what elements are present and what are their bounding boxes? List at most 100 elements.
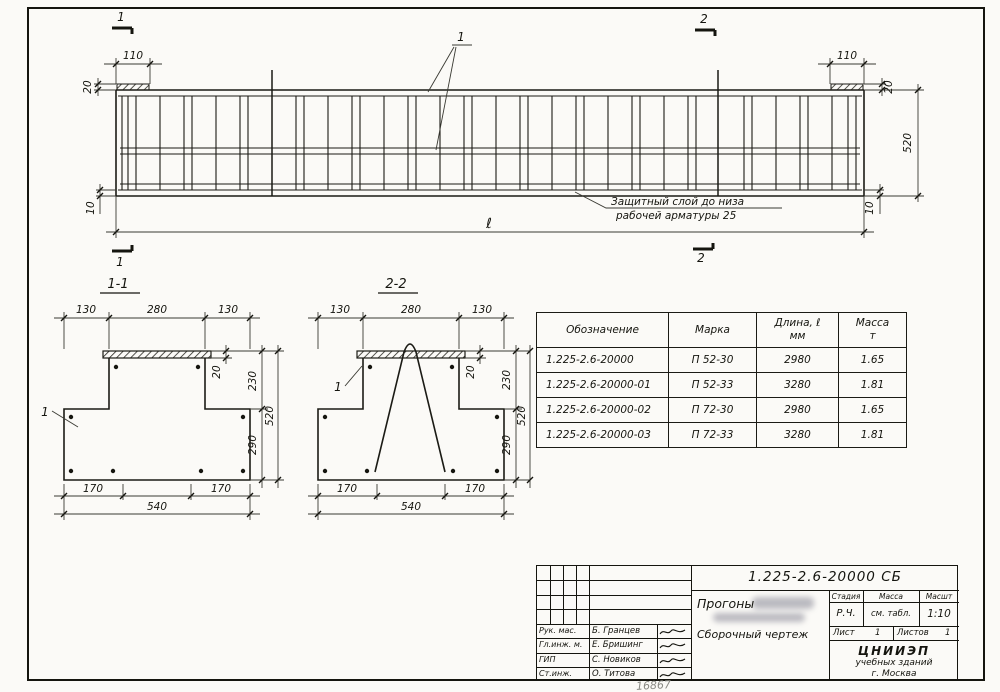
rebar-dot [195,364,201,370]
ink-smudge [713,613,805,622]
dim-540: 540 [147,501,167,513]
signature-scribble [659,643,686,649]
doc-number: 1.225-2.6-20000 СБ [748,569,902,585]
section-1-flange [102,350,212,359]
rebar-dot [68,468,74,474]
mass-value: см. табл. [870,609,912,619]
cell-mark: П 52-30 [668,347,757,373]
cell-mass: 1.65 [838,397,907,423]
note-line1: Защитный слой до низа [611,196,744,208]
lifting-loop-bars [271,70,719,196]
rebar-dot [110,468,116,474]
stamp-line [537,580,691,582]
dim-20: 20 [465,365,477,379]
section-2-lifting-loop [374,343,446,473]
rebar-dot [322,414,328,420]
bearing-pad-left [116,83,150,91]
dim-length-l: ℓ [485,216,492,232]
dim-130: 130 [76,304,96,316]
mass-label: Масса [879,592,903,601]
dim-170: 170 [83,483,103,495]
table-row: 1.225-2.6-20000-03 П 72-33 3280 1.81 [536,422,907,448]
stamp-line [919,590,921,626]
col-header-length-line2: мм [789,330,806,342]
cell-designation: 1.225-2.6-20000-03 [536,422,669,448]
dim-540: 540 [401,501,421,513]
cut-mark-2-bottom: 2 [697,251,705,265]
section-1-rebar [68,364,246,474]
cut-mark-1-top: 1 [117,10,125,24]
section-2-2: 2-2 1 [317,277,505,481]
col-header-length-line1: Длина, ℓ [774,316,821,329]
beam-rebar-lines [118,95,862,191]
dim-10-right: 10 [864,201,876,215]
parts-table: Обозначение Марка Длина, ℓ мм Масса т 1.… [536,312,907,448]
cell-mark: П 52-33 [668,372,757,398]
doc-type: Сборочный чертеж [697,628,809,641]
bearing-pad-right [830,83,864,91]
stamp-line [537,609,691,611]
stamp-line [691,590,959,592]
sig-role: Ст.инж. [539,669,572,678]
title-block: 1.225-2.6-20000 СБ Прогоны Сборочный чер… [536,565,959,681]
stamp-line [537,638,691,640]
dim-170: 170 [337,483,357,495]
rebar-dot [367,364,373,370]
cell-designation: 1.225-2.6-20000-01 [536,372,669,398]
signature-scribble [659,672,686,678]
sig-name: Е. Бришинг [592,640,643,650]
dim-20: 20 [211,365,223,379]
section-2-title: 2-2 [385,277,406,292]
stamp-line [863,590,865,626]
dim-280: 280 [147,304,167,316]
sig-name: Б. Гранцев [592,626,641,636]
dimension-lines [54,317,279,515]
sig-name: С. Новиков [592,655,641,665]
dim-520: 520 [516,406,528,426]
cell-mass: 1.81 [838,372,907,398]
cell-length: 2980 [756,347,839,373]
stamp-line [829,640,959,642]
sheets-value: 1 [945,628,951,638]
rebar-dot [449,364,455,370]
beam-dimensions: 110 110 20 20 520 10 10 ℓ [82,50,924,238]
sig-name: О. Титова [592,669,636,679]
stamp-line [589,566,591,681]
section-2-callout-leader [344,365,363,387]
note-line2: рабочей арматуры 25 [615,210,737,222]
stirrups [121,96,857,190]
stamp-line [576,566,578,624]
project-name: Прогоны [697,596,755,611]
dim-130: 130 [472,304,492,316]
rebar-dot [450,468,456,474]
col-header-mark: Марка [668,312,757,348]
sheet-label: Лист [833,628,855,638]
dim-130: 130 [218,304,238,316]
dimension-lines [97,63,919,233]
stamp-line [657,624,659,681]
callout-leaders [427,44,472,151]
section-1-title: 1-1 [107,277,128,292]
table-row: 1.225-2.6-20000 П 52-30 2980 1.65 [536,347,907,373]
section-2-dimensions: 130 280 130 20 230 290 520 170 170 540 [308,304,534,520]
signature-scribble [659,629,686,635]
rebar-dot [198,468,204,474]
beam-outline [115,89,865,197]
section-cut-marks: 1 1 2 2 [112,10,717,269]
section-1-callout-leader [51,410,79,428]
stage-value: Р.Ч. [836,608,856,619]
dim-290: 290 [501,435,513,455]
ink-smudge [752,597,814,609]
dim-170: 170 [211,483,231,495]
table-row: 1.225-2.6-20000-02 П 72-30 2980 1.65 [536,397,907,423]
stamp-line [550,566,552,624]
stamp-line [893,626,895,640]
dimension-lines [308,317,531,515]
rebar-dot [494,414,500,420]
stamp-line [537,667,691,669]
table-header-row: Обозначение Марка Длина, ℓ мм Масса т [536,312,907,348]
dim-110-left: 110 [123,50,143,62]
dim-520-beam: 520 [902,133,914,153]
